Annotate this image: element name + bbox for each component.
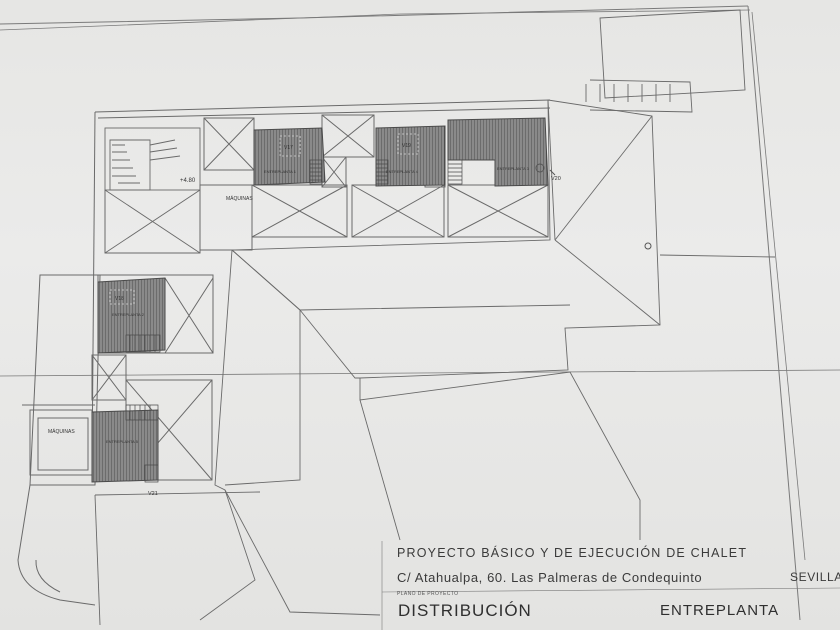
plan-text-labels: MÁQUINAS MÁQUINAS +4.80 V20 V21 V17 V18 … [48,143,561,497]
sheet-border [0,5,840,630]
label-maquinas-top: MÁQUINAS [226,195,253,202]
mezzanine-5-fill [91,409,159,483]
stair-room [104,127,201,254]
mezzanine-1-fill [253,127,326,186]
label-mezzanine-1: ENTREPLANTA 1 [264,169,297,174]
label-v17: V17 [284,145,293,151]
label-mezzanine-3: ENTREPLANTA 3 [497,166,530,171]
label-v19: V19 [402,143,411,149]
mezzanine-2-fill [97,277,166,354]
label-level: +4.80 [180,178,196,184]
mezzanine-4-fill [375,125,446,187]
mezzanine-stairs [125,159,463,483]
label-v21: V21 [148,491,158,497]
plan-name: DISTRIBUCIÓN [398,601,532,620]
mezzanine-hatched-areas [91,117,549,483]
label-maquinas-bottom: MÁQUINAS [48,428,75,435]
project-city: SEVILLA [790,570,840,584]
label-mezzanine-2: ENTREPLANTA 2 [112,312,145,317]
plan-label: PLANO DE PROYECTO [397,591,459,597]
label-v20: V20 [551,176,561,182]
project-title: PROYECTO BÁSICO Y DE EJECUCIÓN DE CHALET [397,546,748,560]
project-address: C/ Atahualpa, 60. Las Palmeras de Condeq… [397,570,703,585]
plan-details [535,163,652,250]
skylight-outlines [109,133,419,305]
floor-name: ENTREPLANTA [660,602,780,619]
label-v18: V18 [115,296,124,302]
label-mezzanine-4: ENTREPLANTA 4 [386,169,419,174]
garage-outline [585,9,776,258]
roof-hip-lines [94,99,661,626]
upper-rooms [199,114,549,251]
mezzanine-3-fill [447,117,549,187]
label-mezzanine-5: ENTREPLANTA 5 [106,439,139,444]
